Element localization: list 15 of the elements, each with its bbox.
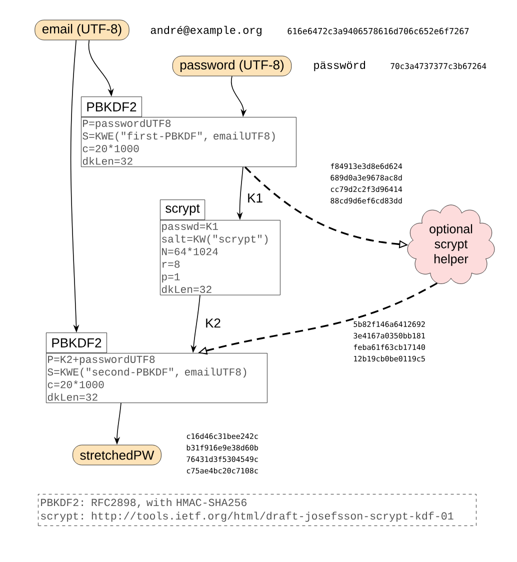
- input-pill: password (UTF-8): [172, 56, 292, 76]
- hex-value: 616e6472c3a9406578616d706c652e6f7267: [288, 28, 469, 34]
- hex-value: 70c3a4737377c3b67264: [390, 62, 486, 70]
- node-label: scrypt: [166, 204, 200, 216]
- input-pill: stretchedPW: [72, 444, 162, 466]
- node-label: PBKDF2: [87, 102, 136, 112]
- edge-label: K2: [204, 317, 222, 329]
- helper-cloud: optional scrypt helper: [407, 204, 495, 284]
- notes-box: PBKDF2: RFC2898, with HMAC-SHA256 scrypt: http://tools.ietf.org/html/draft-josefsson-scrypt-kdf-01: [38, 494, 476, 526]
- value-text: andré@example.org: [150, 26, 262, 36]
- node-label: PBKDF2: [52, 338, 102, 348]
- process-box: PBKDF2 P=passwordUTF8 S=KWE("first-PBKDF", emailUTF8) c=20*1000 dkLen=32: [81, 96, 296, 168]
- process-box: PBKDF2 P=K2+passwordUTF8 S=KWE("second-PBKDF", emailUTF8) c=20*1000 dkLen=32: [46, 332, 268, 404]
- input-pill: email (UTF-8): [34, 20, 130, 40]
- value-text: pässwörd: [314, 60, 366, 72]
